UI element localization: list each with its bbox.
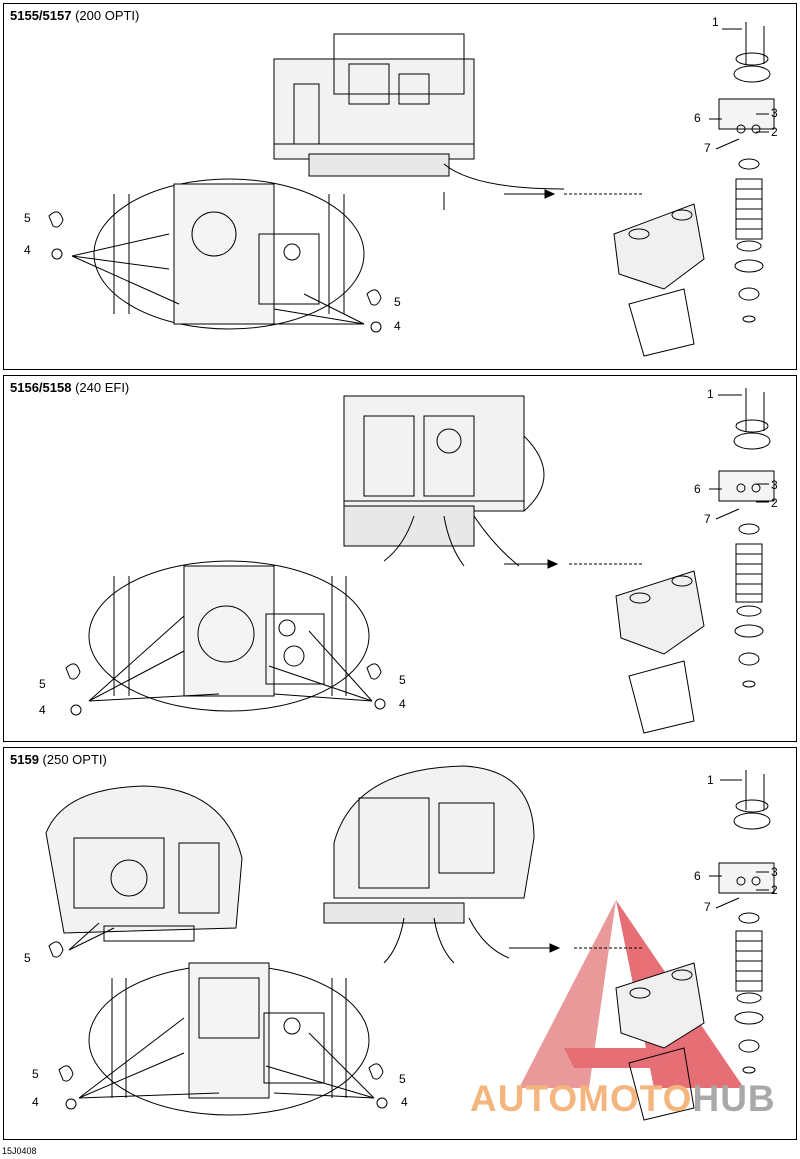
callout-4: 4 — [394, 319, 401, 333]
section-title: 5159 (250 OPTI) — [10, 752, 107, 767]
mount-closeup — [71, 178, 365, 330]
engine-oil-tank-diagram — [65, 388, 775, 734]
callout-3: 3 — [771, 106, 778, 120]
mount-closeup — [68, 922, 375, 1116]
callout-1: 1 — [707, 773, 714, 787]
engine-oil-tank-diagram — [45, 765, 775, 1121]
watermark-text: AUTOMOTOHUB — [470, 1078, 776, 1120]
watermark-part-1: AUTOMOTO — [470, 1078, 693, 1119]
section-title: 5156/5158 (240 EFI) — [10, 380, 129, 395]
engine-illustration — [273, 33, 565, 210]
callout-6: 6 — [694, 869, 701, 883]
panel-200-opti: 5155/5157 (200 OPTI) — [3, 3, 797, 370]
callout-4: 4 — [39, 703, 46, 717]
model-variant: (250 OPTI) — [42, 752, 107, 767]
callout-5: 5 — [24, 951, 31, 965]
callout-4: 4 — [399, 697, 406, 711]
callout-4: 4 — [24, 243, 31, 257]
callout-2: 2 — [771, 883, 778, 897]
callout-4: 4 — [32, 1095, 39, 1109]
section-title: 5155/5157 (200 OPTI) — [10, 8, 139, 23]
oil-tank — [509, 943, 705, 1121]
filler-neck-exploded — [709, 770, 775, 1074]
callout-7: 7 — [704, 141, 711, 155]
drawing-code: 15J0408 — [2, 1146, 37, 1156]
callout-1: 1 — [707, 387, 714, 401]
model-variant: (240 EFI) — [75, 380, 130, 395]
oil-tank — [504, 559, 705, 734]
mount-closeup — [88, 560, 373, 712]
callout-1: 1 — [712, 15, 719, 29]
engine-illustration — [343, 395, 545, 567]
callout-3: 3 — [771, 865, 778, 879]
callout-5: 5 — [394, 295, 401, 309]
callout-4: 4 — [401, 1095, 408, 1109]
engine-rear-illustration — [323, 765, 535, 964]
callout-3: 3 — [771, 478, 778, 492]
panel-250-opti: 5159 (250 OPTI) — [3, 747, 797, 1140]
callout-5: 5 — [39, 677, 46, 691]
watermark-part-2: HUB — [692, 1078, 776, 1119]
engine-oil-tank-diagram — [48, 22, 775, 357]
model-number: 5159 — [10, 752, 39, 767]
engine-side-illustration — [45, 785, 243, 942]
model-number: 5155/5157 — [10, 8, 72, 23]
callout-2: 2 — [771, 496, 778, 510]
callout-5: 5 — [24, 211, 31, 225]
panel-240-efi: 5156/5158 (240 EFI) — [3, 375, 797, 742]
callout-6: 6 — [694, 482, 701, 496]
callout-5: 5 — [399, 673, 406, 687]
filler-neck-exploded — [709, 388, 775, 688]
callout-2: 2 — [771, 125, 778, 139]
callout-7: 7 — [704, 512, 711, 526]
model-variant: (200 OPTI) — [75, 8, 140, 23]
filler-neck-exploded — [709, 22, 775, 323]
callout-7: 7 — [704, 900, 711, 914]
oil-tank — [504, 189, 705, 357]
model-number: 5156/5158 — [10, 380, 72, 395]
callout-5: 5 — [32, 1067, 39, 1081]
callout-6: 6 — [694, 111, 701, 125]
callout-5: 5 — [399, 1072, 406, 1086]
